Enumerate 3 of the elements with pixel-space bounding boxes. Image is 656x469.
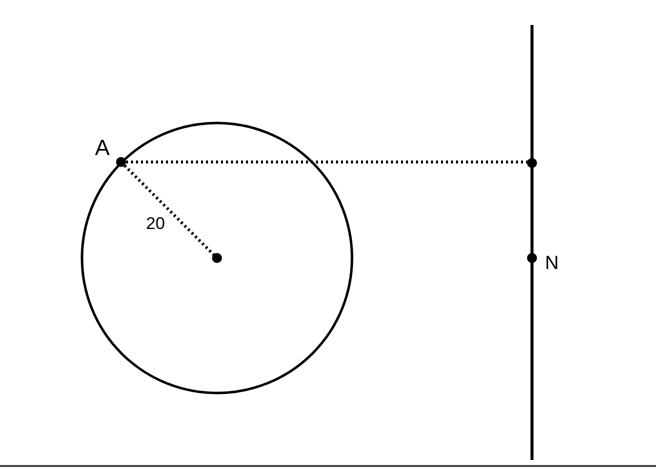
point-label: N [545, 254, 559, 273]
point-label: A [95, 137, 110, 159]
dimension-label: 20 [146, 215, 165, 232]
